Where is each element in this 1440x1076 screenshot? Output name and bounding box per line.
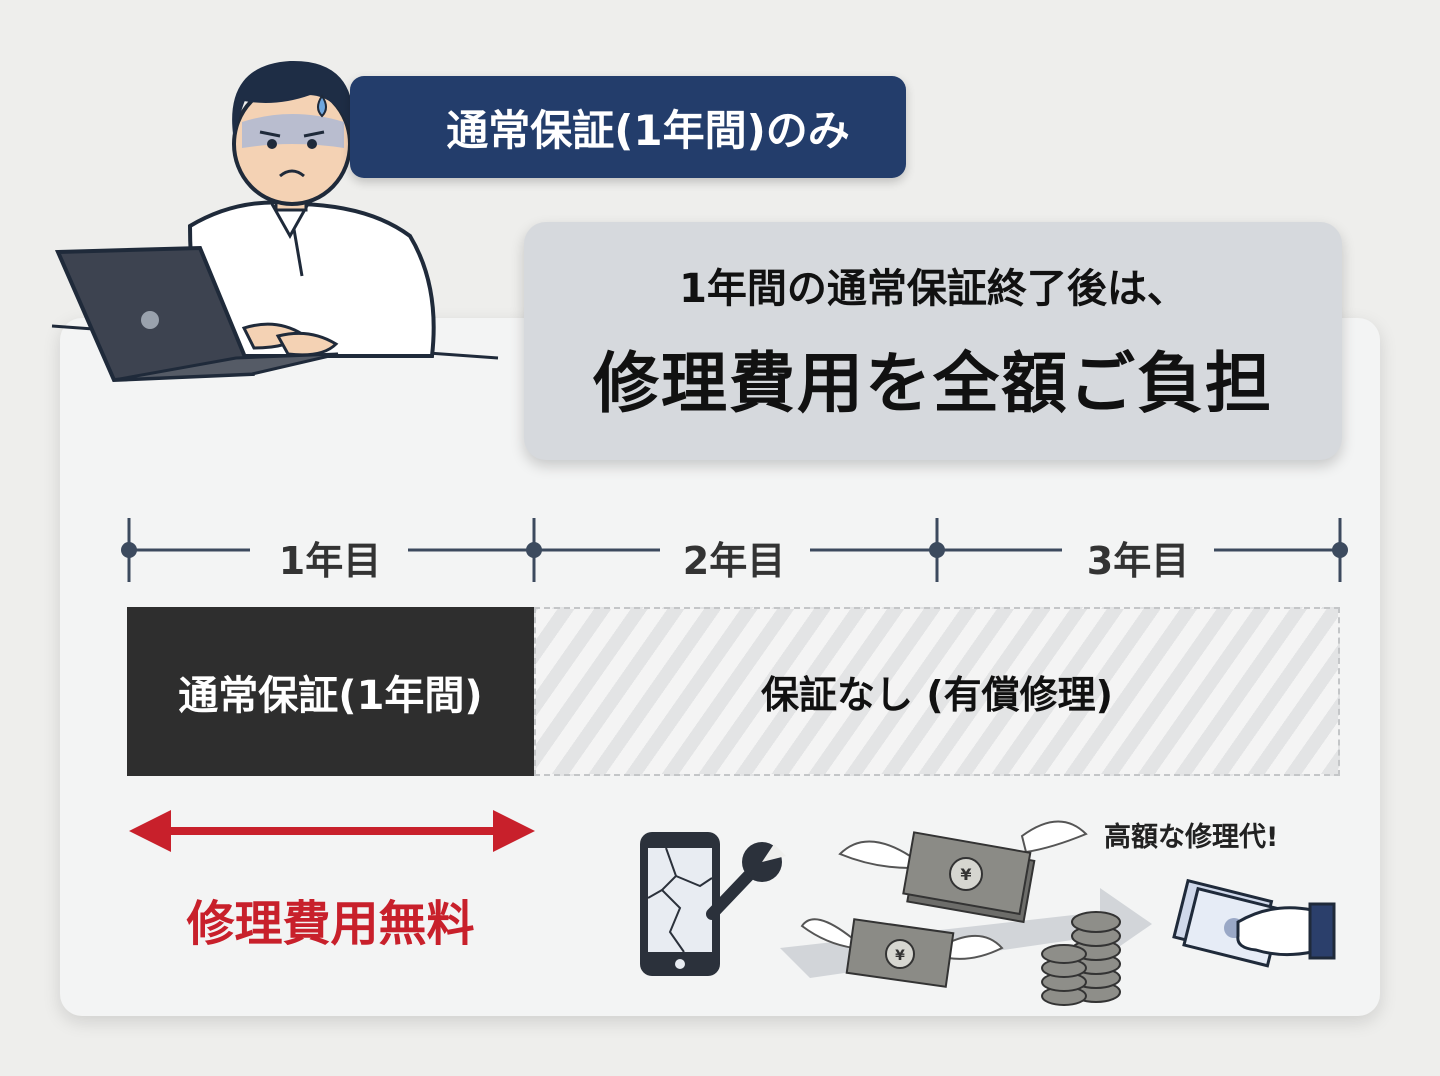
expensive-repair-label: 高額な修理代! — [1104, 822, 1279, 853]
year-label-1: 1年目 — [278, 539, 382, 583]
uncovered-period-label: 保証なし (有償修理) — [761, 673, 1113, 717]
warranty-badge-label: 通常保証(1年間)のみ — [446, 105, 850, 155]
double-arrow-icon — [129, 810, 535, 852]
year-label-2: 2年目 — [682, 539, 786, 583]
broken-phone-icon — [640, 832, 720, 976]
wrench-icon — [706, 842, 786, 920]
year-label-3: 3年目 — [1086, 539, 1190, 583]
flying-money-icon: ¥ ¥ — [780, 820, 1152, 1006]
svg-text:¥: ¥ — [960, 865, 971, 884]
headline-line2: 修理費用を全額ご負担 — [593, 345, 1273, 422]
headline-box: 1年間の通常保証終了後は、 修理費用を全額ご負担 — [524, 222, 1342, 460]
hand-with-cash-icon — [1172, 878, 1336, 968]
svg-text:¥: ¥ — [895, 948, 905, 964]
headline-line1: 1年間の通常保証終了後は、 — [679, 266, 1187, 312]
covered-period-bar: 通常保証(1年間) — [127, 607, 534, 776]
worried-person-icon — [51, 60, 499, 383]
timeline-axis — [121, 518, 1348, 582]
coins-icon — [1041, 911, 1121, 1006]
warranty-badge: 通常保証(1年間)のみ — [350, 76, 906, 178]
uncovered-period-bar: 保証なし (有償修理) — [534, 607, 1340, 776]
covered-period-label: 通常保証(1年間) — [178, 672, 483, 719]
free-repair-label: 修理費用無料 — [186, 896, 475, 952]
